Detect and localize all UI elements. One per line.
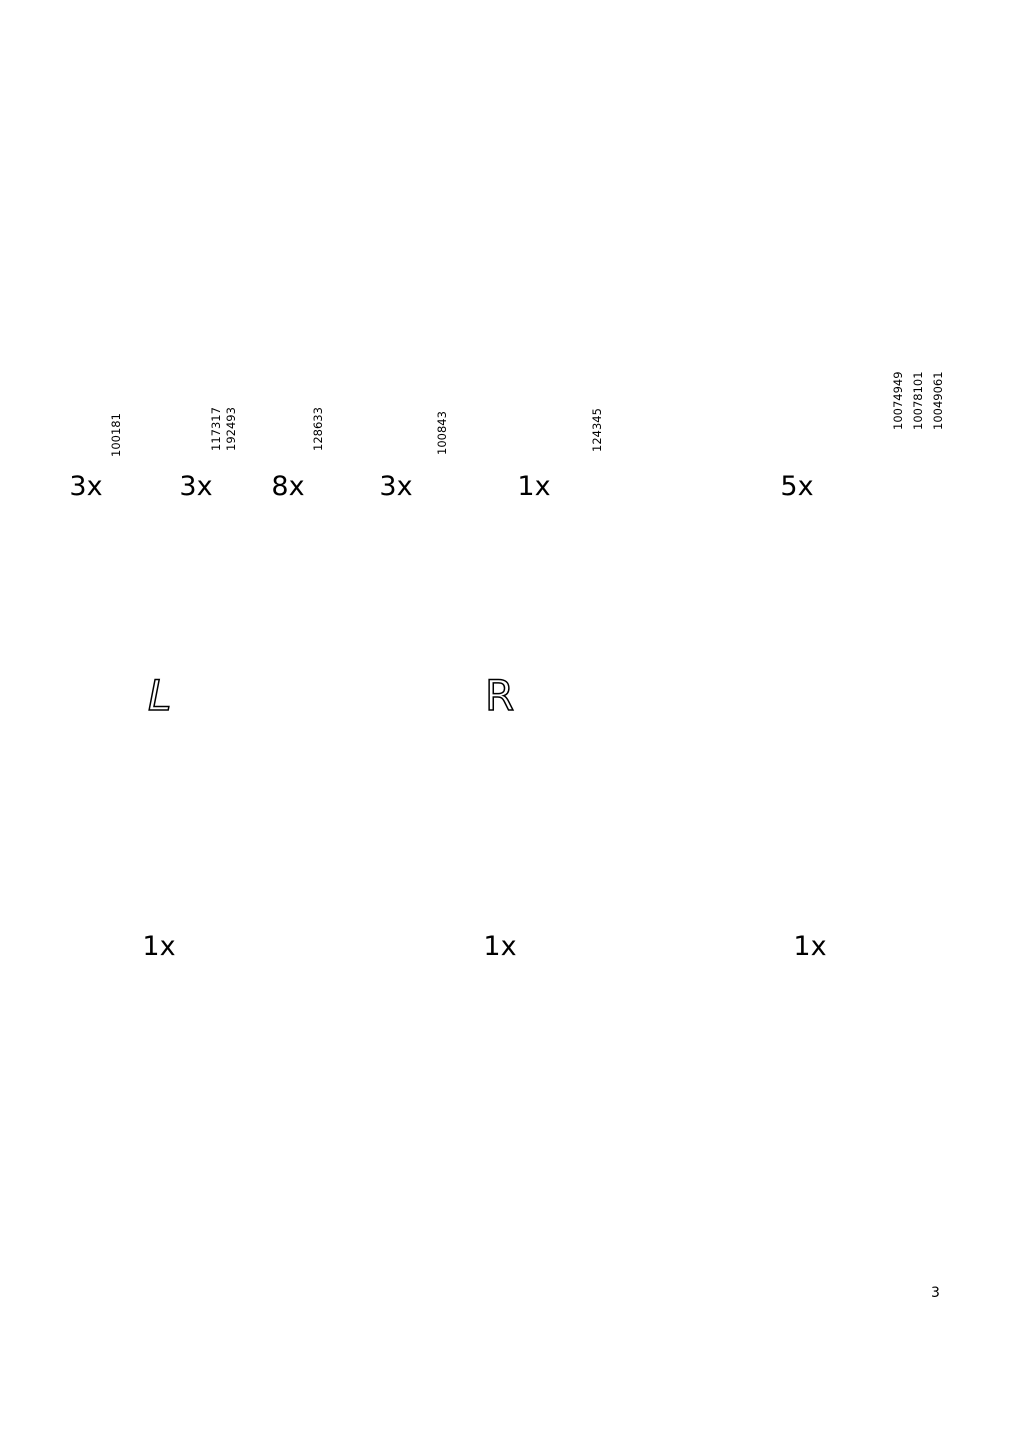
part-quantity: 1x (793, 931, 827, 962)
part-code: 100843 (435, 411, 449, 455)
cover-right-letter: R (484, 670, 515, 721)
cover-left-letter: L (147, 670, 172, 721)
part-code: 10074949 (891, 371, 905, 430)
part-code: 100181 (109, 413, 123, 457)
part-code: 10078101 (911, 371, 925, 430)
part-quantity: 1x (517, 471, 551, 502)
part-quantity: 8x (271, 471, 305, 502)
part-code: 192493 (224, 407, 238, 451)
part-quantity: 1x (142, 931, 176, 962)
part-quantity: 1x (483, 931, 517, 962)
part-quantity: 3x (179, 471, 213, 502)
part-code: 117317 (209, 407, 223, 451)
part-code: 10049061 (931, 371, 945, 430)
part-code: 128633 (311, 407, 325, 451)
part-quantity: 3x (69, 471, 103, 502)
part-quantity: 5x (780, 471, 814, 502)
part-quantity: 3x (379, 471, 413, 502)
part-code: 124345 (590, 408, 604, 452)
page-number: 3 (931, 1285, 940, 1301)
